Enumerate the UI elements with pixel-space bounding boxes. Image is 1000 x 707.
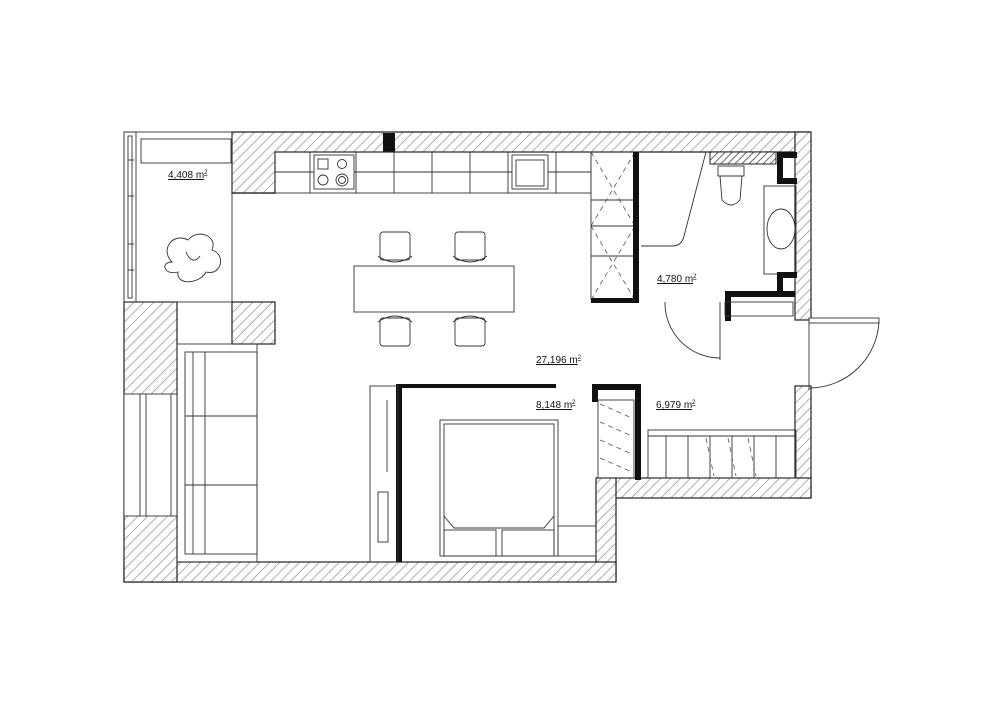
- entrance-door: [808, 317, 880, 390]
- bed: [439, 419, 597, 557]
- window-left: [123, 393, 178, 517]
- dining-table: [353, 231, 515, 347]
- bedroom-partition: [369, 384, 641, 563]
- stove-icon: [313, 154, 355, 190]
- sofa: [176, 343, 258, 563]
- area-label-balcony: 4,408 m2: [168, 170, 208, 181]
- column: [383, 133, 395, 152]
- area-label-hallway: 6,979 m2: [656, 400, 696, 411]
- kitchen-counter: [274, 151, 592, 194]
- area-label-living: 27,196 m2: [536, 355, 582, 366]
- pantry-cabinet: [590, 151, 636, 301]
- chair-icon: [377, 231, 488, 347]
- hallway-storage: [597, 399, 797, 479]
- toilet-icon: [717, 165, 745, 206]
- balcony: [123, 131, 275, 303]
- area-label-bedroom: 8,148 m2: [536, 400, 576, 411]
- plant-icon: [164, 233, 221, 283]
- bathroom: [591, 151, 797, 360]
- area-label-bathroom: 4,780 m2: [657, 274, 697, 285]
- sink-icon: [511, 154, 549, 190]
- washbasin-icon: [763, 185, 797, 275]
